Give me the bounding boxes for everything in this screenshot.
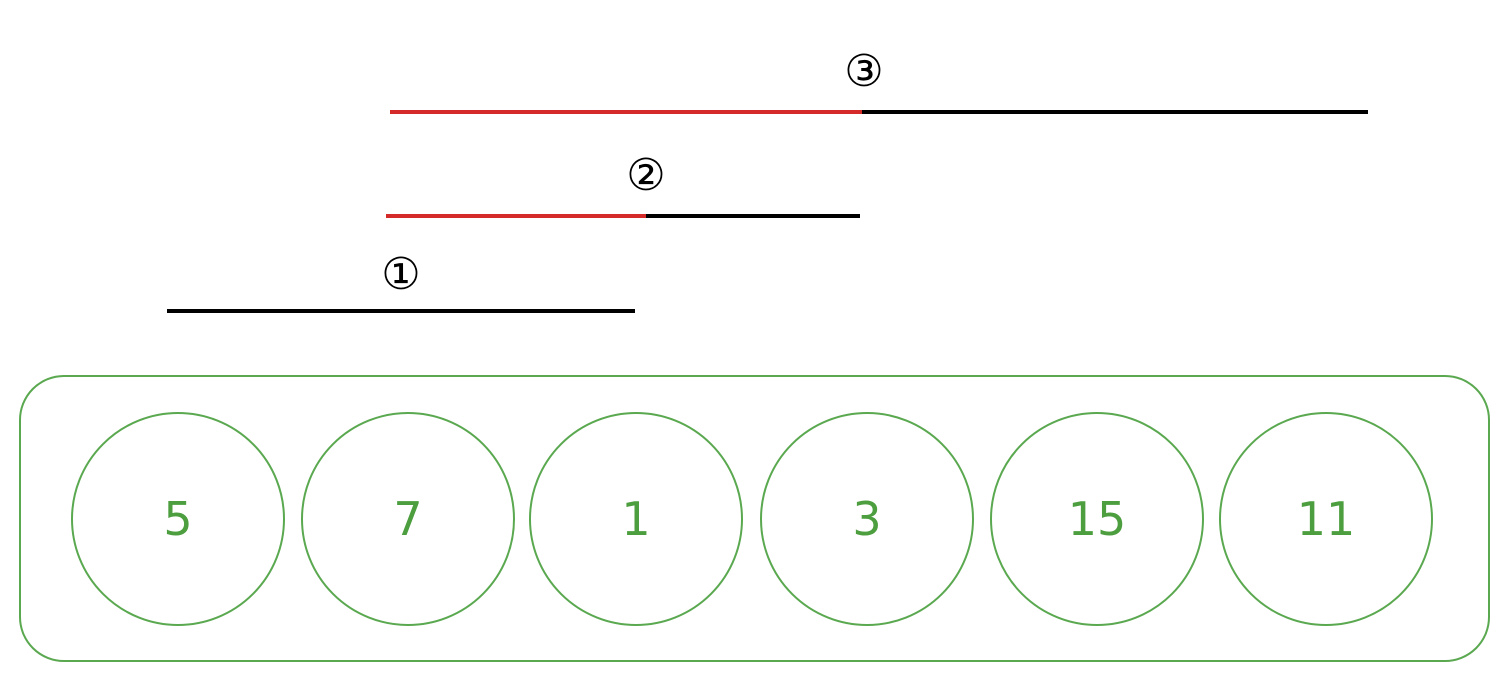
array-cell-2: 1 xyxy=(529,412,743,626)
step-2-label: ② xyxy=(626,150,665,201)
array-cell-value: 3 xyxy=(852,492,881,546)
array-frame xyxy=(19,375,1490,662)
array-cell-1: 7 xyxy=(301,412,515,626)
step-3-label: ③ xyxy=(844,46,883,97)
array-cell-5: 11 xyxy=(1219,412,1433,626)
array-cell-circle xyxy=(1219,412,1433,626)
array-cell-circle xyxy=(529,412,743,626)
array-cell-circle xyxy=(990,412,1204,626)
array-cell-0: 5 xyxy=(71,412,285,626)
step-3: ③ xyxy=(390,46,1368,114)
array-cell-value: 5 xyxy=(163,492,192,546)
array-cell-3: 3 xyxy=(760,412,974,626)
array-cell-value: 15 xyxy=(1068,492,1127,546)
step-2: ② xyxy=(386,150,860,218)
array-cell-value: 1 xyxy=(621,492,650,546)
step-1-label: ① xyxy=(381,249,420,300)
array-cell-value: 7 xyxy=(393,492,422,546)
array-cell-value: 11 xyxy=(1297,492,1356,546)
array-cell-circle xyxy=(71,412,285,626)
array-cell-4: 15 xyxy=(990,412,1204,626)
array-cell-circle xyxy=(301,412,515,626)
array-cell-circle xyxy=(760,412,974,626)
step-1: ① xyxy=(167,249,635,313)
